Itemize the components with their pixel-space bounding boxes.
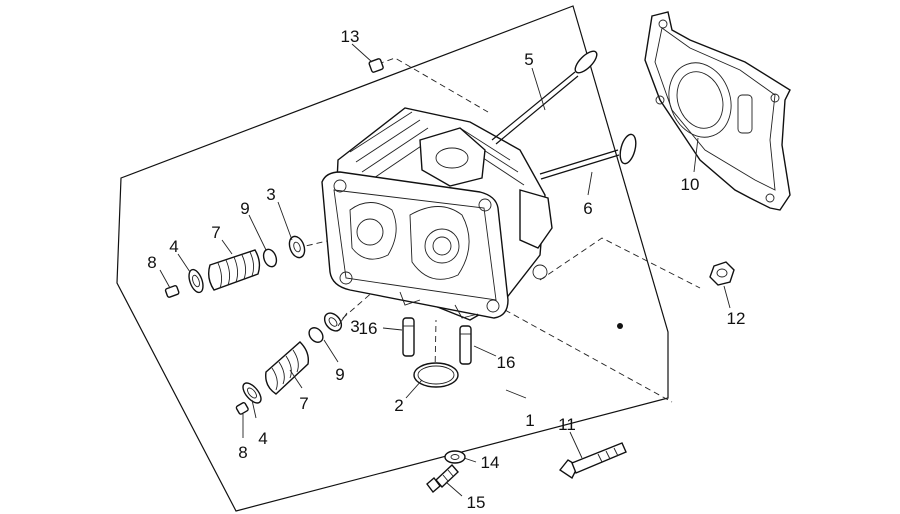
reference-lines xyxy=(296,57,701,403)
callout-8-upper: 8 xyxy=(147,253,156,272)
screw-15 xyxy=(426,463,459,494)
upper-valve-train xyxy=(164,235,306,298)
valve-5 xyxy=(491,50,598,145)
callout-14: 14 xyxy=(481,453,500,472)
callout-16-right: 16 xyxy=(497,353,516,372)
callout-5: 5 xyxy=(524,50,533,69)
lower-valve-train xyxy=(235,312,343,415)
callout-7-upper: 7 xyxy=(211,223,220,242)
dowel-pins-16 xyxy=(402,317,472,365)
callout-4-lower: 4 xyxy=(258,429,267,448)
callout-10: 10 xyxy=(681,175,700,194)
o-ring-2 xyxy=(413,362,459,388)
callout-3-lower: 3 xyxy=(350,317,359,336)
pin-13 xyxy=(368,58,384,73)
callout-7-lower: 7 xyxy=(299,394,308,413)
callout-16-left: 16 xyxy=(359,319,378,338)
bolt-11 xyxy=(558,442,627,480)
reference-dot xyxy=(617,323,623,329)
callout-13: 13 xyxy=(341,27,360,46)
callout-15: 15 xyxy=(467,493,486,512)
leader-lines xyxy=(159,43,731,497)
callout-3-upper: 3 xyxy=(266,185,275,204)
nut-12 xyxy=(709,261,735,286)
washer-14 xyxy=(444,450,466,464)
callout-1: 1 xyxy=(525,411,534,430)
callout-6: 6 xyxy=(583,199,592,218)
callout-9-lower: 9 xyxy=(335,365,344,384)
valve-6 xyxy=(539,133,637,180)
assembly-boundary xyxy=(116,5,669,512)
callout-2: 2 xyxy=(394,396,403,415)
callout-11: 11 xyxy=(558,415,576,434)
callout-9-upper: 9 xyxy=(240,199,249,218)
callout-8-lower: 8 xyxy=(238,443,247,462)
callout-labels: 1 2 3 3 4 4 5 6 7 7 8 8 9 9 10 11 12 13 … xyxy=(147,27,745,512)
callout-12: 12 xyxy=(727,309,746,328)
cylinder-head xyxy=(321,107,553,321)
head-gasket-10 xyxy=(644,11,791,211)
callout-4-upper: 4 xyxy=(169,237,178,256)
